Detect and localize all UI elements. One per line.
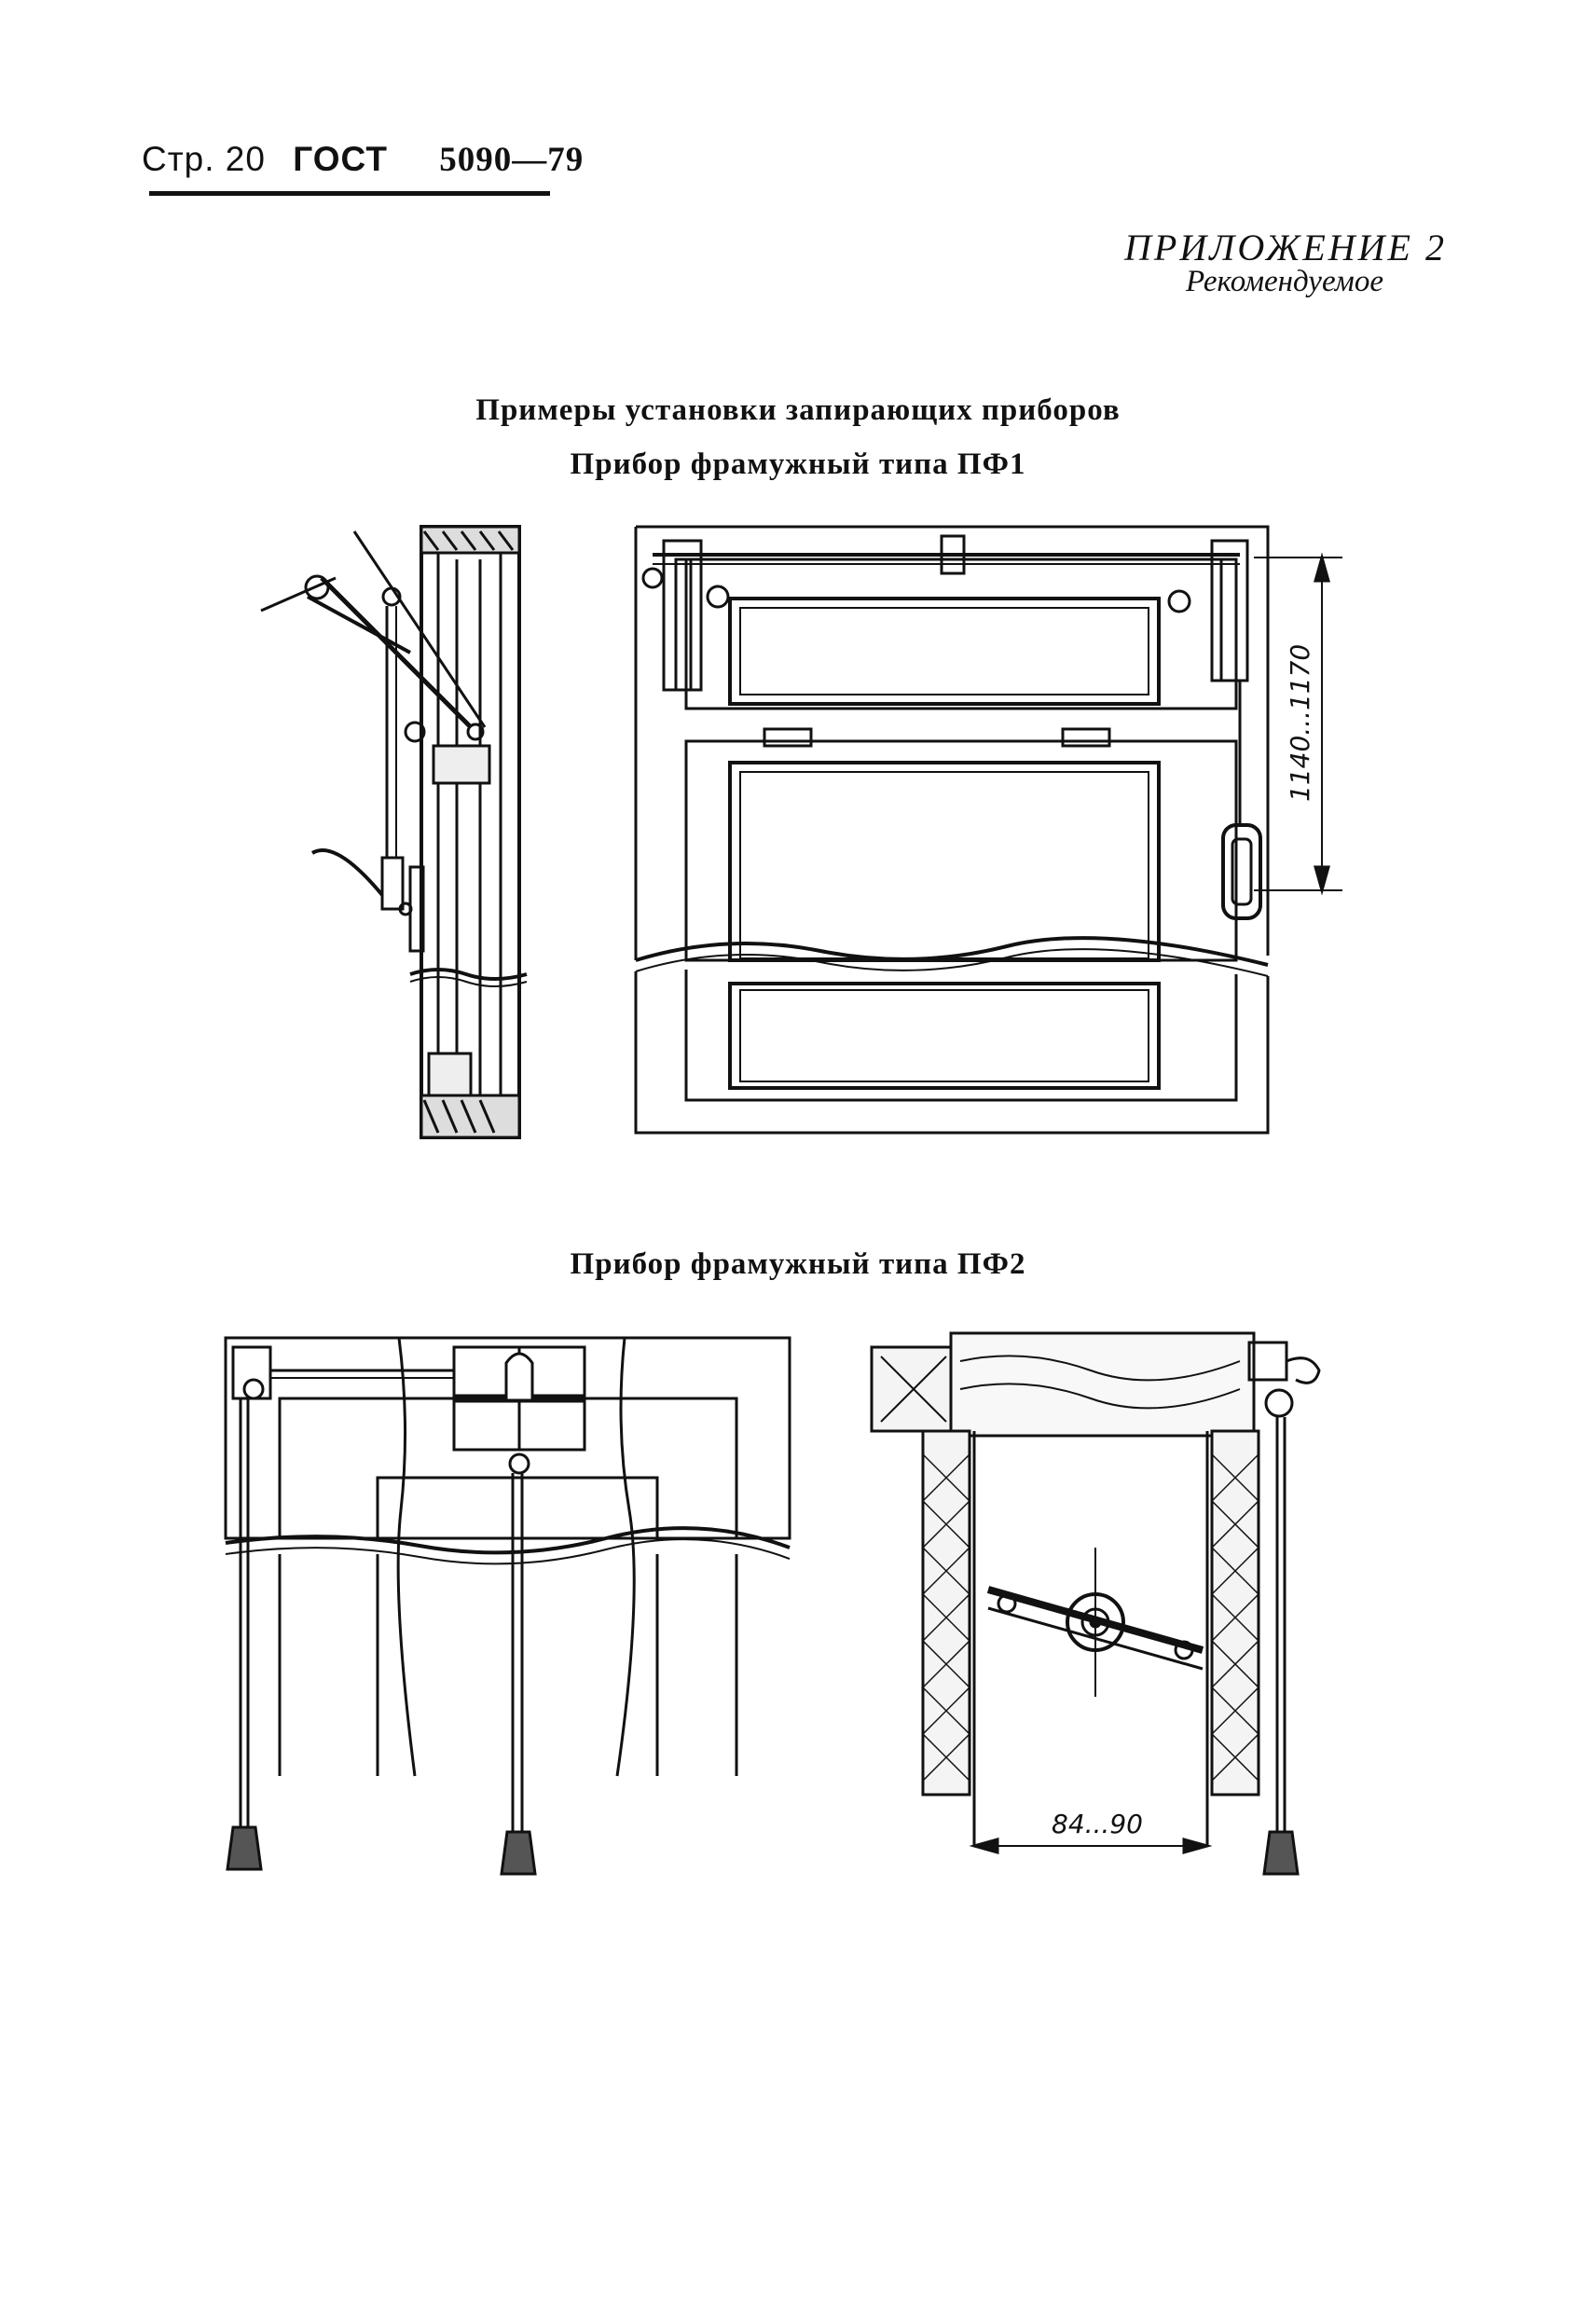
standard-label: ГОСТ: [293, 140, 388, 178]
pf1-height-dimension: 1140...1170: [1285, 644, 1315, 802]
section-heading: Примеры установки запирающих приборов: [475, 393, 1121, 427]
pf1-front-elevation: [634, 525, 1342, 1135]
pf2-width-dimension: 84...90: [1052, 1809, 1143, 1839]
pf2-cross-section: [870, 1331, 1321, 1876]
figure-caption-pf1: Прибор фрамужный типа ПФ1: [570, 447, 1026, 481]
header-rule: [149, 191, 550, 196]
standard-number: 5090—79: [439, 141, 585, 179]
pf1-side-section: [260, 525, 528, 1139]
figure-caption-pf2: Прибор фрамужный типа ПФ2: [570, 1247, 1026, 1281]
pf2-front-elevation: [224, 1336, 791, 1876]
page-header: Стр. 20 ГОСТ 5090—79: [142, 140, 584, 180]
page-number: Стр. 20: [142, 140, 266, 178]
appendix-status: Рекомендуемое: [1185, 265, 1383, 298]
appendix-title: ПРИЛОЖЕНИЕ 2: [1124, 227, 1447, 268]
